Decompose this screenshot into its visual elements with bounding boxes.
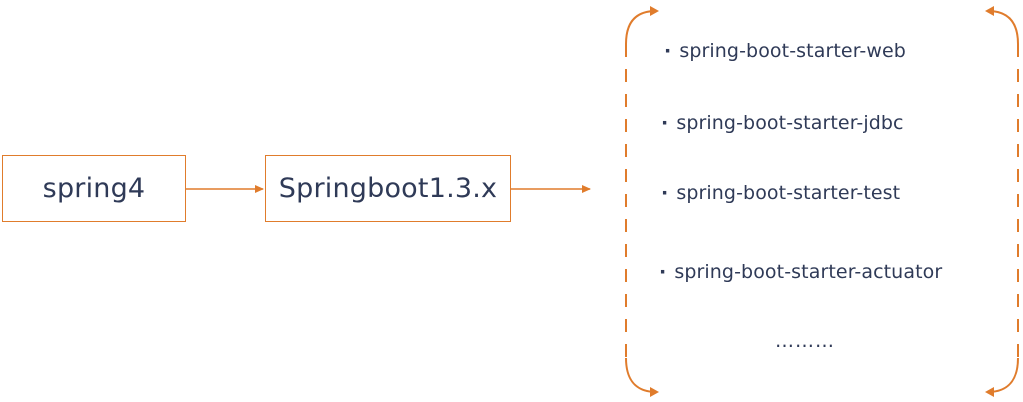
springboot-box: Springboot1.3.x bbox=[265, 155, 511, 222]
springboot-label: Springboot1.3.x bbox=[278, 173, 498, 204]
starter-item-actuator: · spring-boot-starter-actuator bbox=[659, 261, 942, 283]
starter-label: spring-boot-starter-actuator bbox=[674, 261, 943, 283]
starter-more-ellipsis: ……… bbox=[775, 330, 835, 352]
spring4-box: spring4 bbox=[2, 155, 186, 222]
starter-label: spring-boot-starter-test bbox=[676, 182, 901, 204]
left-bracket bbox=[625, 6, 659, 397]
starter-label: spring-boot-starter-web bbox=[679, 40, 906, 62]
bullet: · bbox=[661, 112, 669, 134]
spring4-label: spring4 bbox=[42, 173, 146, 204]
bullet: · bbox=[661, 182, 669, 204]
starter-label: spring-boot-starter-jdbc bbox=[676, 112, 904, 134]
right-bracket bbox=[985, 6, 1019, 397]
bullet: · bbox=[659, 261, 667, 283]
starter-item-jdbc: · spring-boot-starter-jdbc bbox=[661, 112, 904, 134]
starter-item-web: · spring-boot-starter-web bbox=[664, 40, 906, 62]
bullet: · bbox=[664, 40, 672, 62]
starter-item-test: · spring-boot-starter-test bbox=[661, 182, 900, 204]
